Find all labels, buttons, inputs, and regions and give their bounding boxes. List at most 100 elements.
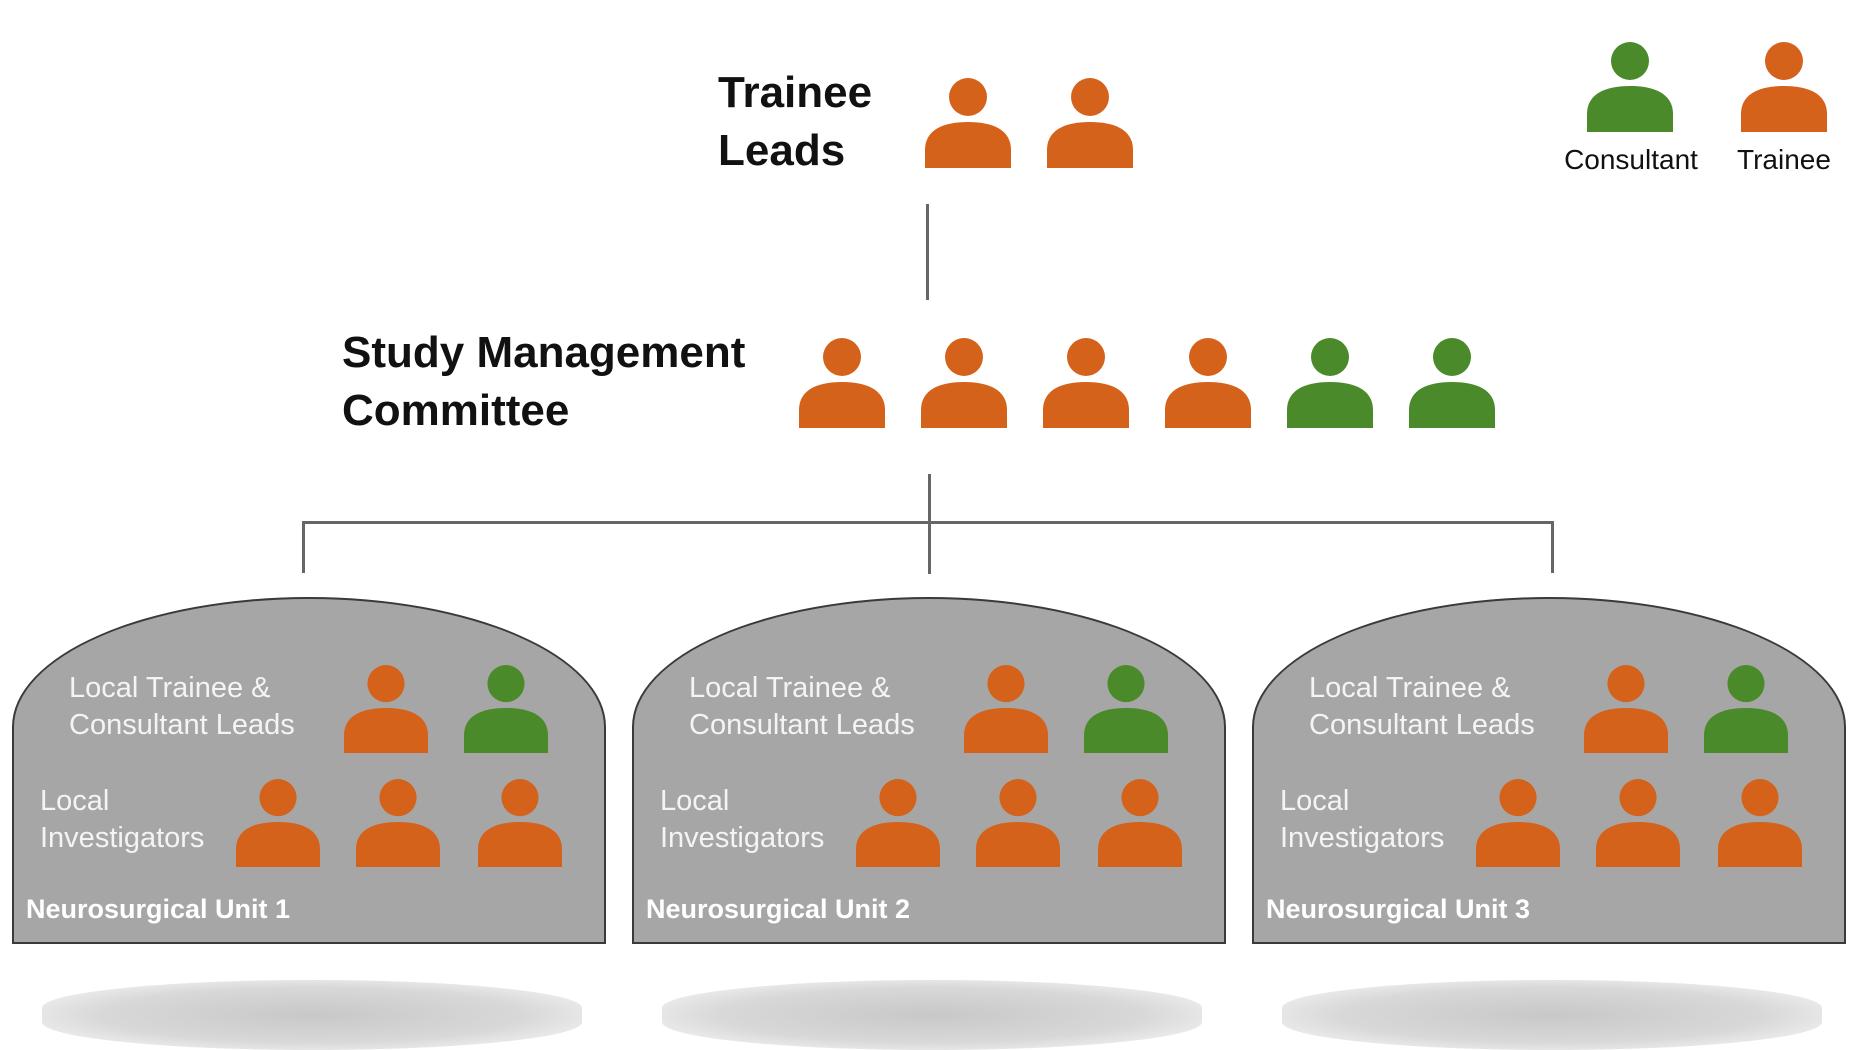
person-head bbox=[1619, 779, 1657, 817]
trainee-person-glyph bbox=[1718, 779, 1802, 867]
committee-member-6-icon bbox=[1409, 338, 1495, 428]
committee-title-line-2: Committee bbox=[342, 386, 570, 435]
person-body bbox=[1476, 822, 1560, 867]
unit-3-lead-2-icon bbox=[1704, 665, 1788, 753]
neurosurgical-unit-2: Local Trainee & Consultant Leads Local I… bbox=[632, 597, 1226, 944]
unit-1-leads-label-line-2: Consultant Leads bbox=[69, 709, 295, 741]
person-head bbox=[1189, 338, 1227, 376]
person-head bbox=[259, 779, 297, 817]
person-head bbox=[367, 665, 405, 703]
unit-3-investigator-1-icon bbox=[1476, 779, 1560, 867]
trainee-person-glyph bbox=[236, 779, 320, 867]
trainee-person-glyph bbox=[356, 779, 440, 867]
trainee-person-glyph bbox=[1098, 779, 1182, 867]
consultant-person-glyph bbox=[1704, 665, 1788, 753]
trainee-leads-title-line-1: Trainee bbox=[718, 68, 873, 117]
person-head bbox=[945, 338, 983, 376]
unit-2-lead-2-icon bbox=[1084, 665, 1168, 753]
unit-3-leads-label: Local Trainee & Consultant Leads bbox=[1309, 670, 1535, 744]
person-body bbox=[856, 822, 940, 867]
legend-trainee-icon bbox=[1741, 42, 1827, 132]
trainee-leads-member-1-icon bbox=[925, 78, 1011, 168]
trainee-person-glyph bbox=[925, 78, 1011, 168]
person-head bbox=[1765, 42, 1803, 80]
trainee-leads-member-2-icon bbox=[1047, 78, 1133, 168]
unit-2-investigators-label: Local Investigators bbox=[660, 783, 824, 857]
person-body bbox=[478, 822, 562, 867]
consultant-person-glyph bbox=[464, 665, 548, 753]
person-head bbox=[1727, 665, 1765, 703]
person-body bbox=[799, 382, 885, 428]
person-head bbox=[487, 665, 525, 703]
trainee-person-glyph bbox=[1047, 78, 1133, 168]
person-head bbox=[1107, 665, 1145, 703]
unit-1-investigators-label-line-2: Investigators bbox=[40, 822, 205, 854]
person-head bbox=[987, 665, 1025, 703]
committee-member-2-icon bbox=[921, 338, 1007, 428]
unit-3-lead-1-icon bbox=[1584, 665, 1668, 753]
person-body bbox=[925, 122, 1011, 168]
person-body bbox=[976, 822, 1060, 867]
person-body bbox=[1098, 822, 1182, 867]
unit-1-investigator-1-icon bbox=[236, 779, 320, 867]
person-head bbox=[1611, 42, 1649, 80]
person-body bbox=[356, 822, 440, 867]
trainee-leads-title: Trainee Leads bbox=[718, 64, 872, 180]
unit-2-investigator-1-icon bbox=[856, 779, 940, 867]
unit-2-leads-label: Local Trainee & Consultant Leads bbox=[689, 670, 915, 744]
unit-3-leads-label-line-2: Consultant Leads bbox=[1309, 709, 1535, 741]
trainee-person-glyph bbox=[921, 338, 1007, 428]
unit-3-investigators-label: Local Investigators bbox=[1280, 783, 1444, 857]
consultant-person-glyph bbox=[1409, 338, 1495, 428]
trainee-person-glyph bbox=[1596, 779, 1680, 867]
person-head bbox=[1121, 779, 1159, 817]
trainee-person-glyph bbox=[799, 338, 885, 428]
connector-leads-to-committee bbox=[926, 204, 929, 300]
trainee-person-glyph bbox=[1476, 779, 1560, 867]
person-body bbox=[1047, 122, 1133, 168]
person-body bbox=[1409, 382, 1495, 428]
unit-1-name: Neurosurgical Unit 1 bbox=[26, 894, 291, 924]
unit-1-leads-label: Local Trainee & Consultant Leads bbox=[69, 670, 295, 744]
trainee-leads-title-line-2: Leads bbox=[718, 126, 846, 175]
person-head bbox=[999, 779, 1037, 817]
person-head bbox=[1067, 338, 1105, 376]
person-head bbox=[379, 779, 417, 817]
legend-trainee-label: Trainee bbox=[1737, 144, 1831, 175]
person-body bbox=[964, 708, 1048, 753]
connector-horizontal-bar bbox=[302, 521, 1554, 524]
unit-2-leads-label-line-2: Consultant Leads bbox=[689, 709, 915, 741]
unit-1-investigators-label: Local Investigators bbox=[40, 783, 204, 857]
unit-2-leads-label-line-1: Local Trainee & bbox=[689, 672, 891, 704]
consultant-person-glyph bbox=[1084, 665, 1168, 753]
committee-title: Study Management Committee bbox=[342, 324, 745, 440]
unit-1-leads-label-line-1: Local Trainee & bbox=[69, 672, 271, 704]
person-head bbox=[1607, 665, 1645, 703]
connector-committee-stem bbox=[928, 474, 931, 574]
unit-2-lead-1-icon bbox=[964, 665, 1048, 753]
unit-1-investigator-3-icon bbox=[478, 779, 562, 867]
trainee-person-glyph bbox=[1584, 665, 1668, 753]
connector-to-unit-1 bbox=[302, 521, 305, 573]
person-head bbox=[501, 779, 539, 817]
committee-member-3-icon bbox=[1043, 338, 1129, 428]
committee-member-4-icon bbox=[1165, 338, 1251, 428]
person-body bbox=[1741, 86, 1827, 132]
connector-to-unit-3 bbox=[1551, 521, 1554, 573]
legend-consultant-label: Consultant bbox=[1564, 144, 1698, 175]
person-head bbox=[1433, 338, 1471, 376]
unit-2-name: Neurosurgical Unit 2 bbox=[646, 894, 911, 924]
unit-3-shadow bbox=[1282, 980, 1822, 1050]
person-body bbox=[1584, 708, 1668, 753]
trainee-person-glyph bbox=[1165, 338, 1251, 428]
person-head bbox=[1499, 779, 1537, 817]
person-body bbox=[344, 708, 428, 753]
unit-2-investigator-3-icon bbox=[1098, 779, 1182, 867]
trainee-person-glyph bbox=[478, 779, 562, 867]
person-body bbox=[921, 382, 1007, 428]
unit-1-lead-1-icon bbox=[344, 665, 428, 753]
neurosurgical-unit-1: Local Trainee & Consultant Leads Local I… bbox=[12, 597, 606, 944]
unit-3-investigator-3-icon bbox=[1718, 779, 1802, 867]
neurosurgical-unit-3: Local Trainee & Consultant Leads Local I… bbox=[1252, 597, 1846, 944]
person-body bbox=[1165, 382, 1251, 428]
